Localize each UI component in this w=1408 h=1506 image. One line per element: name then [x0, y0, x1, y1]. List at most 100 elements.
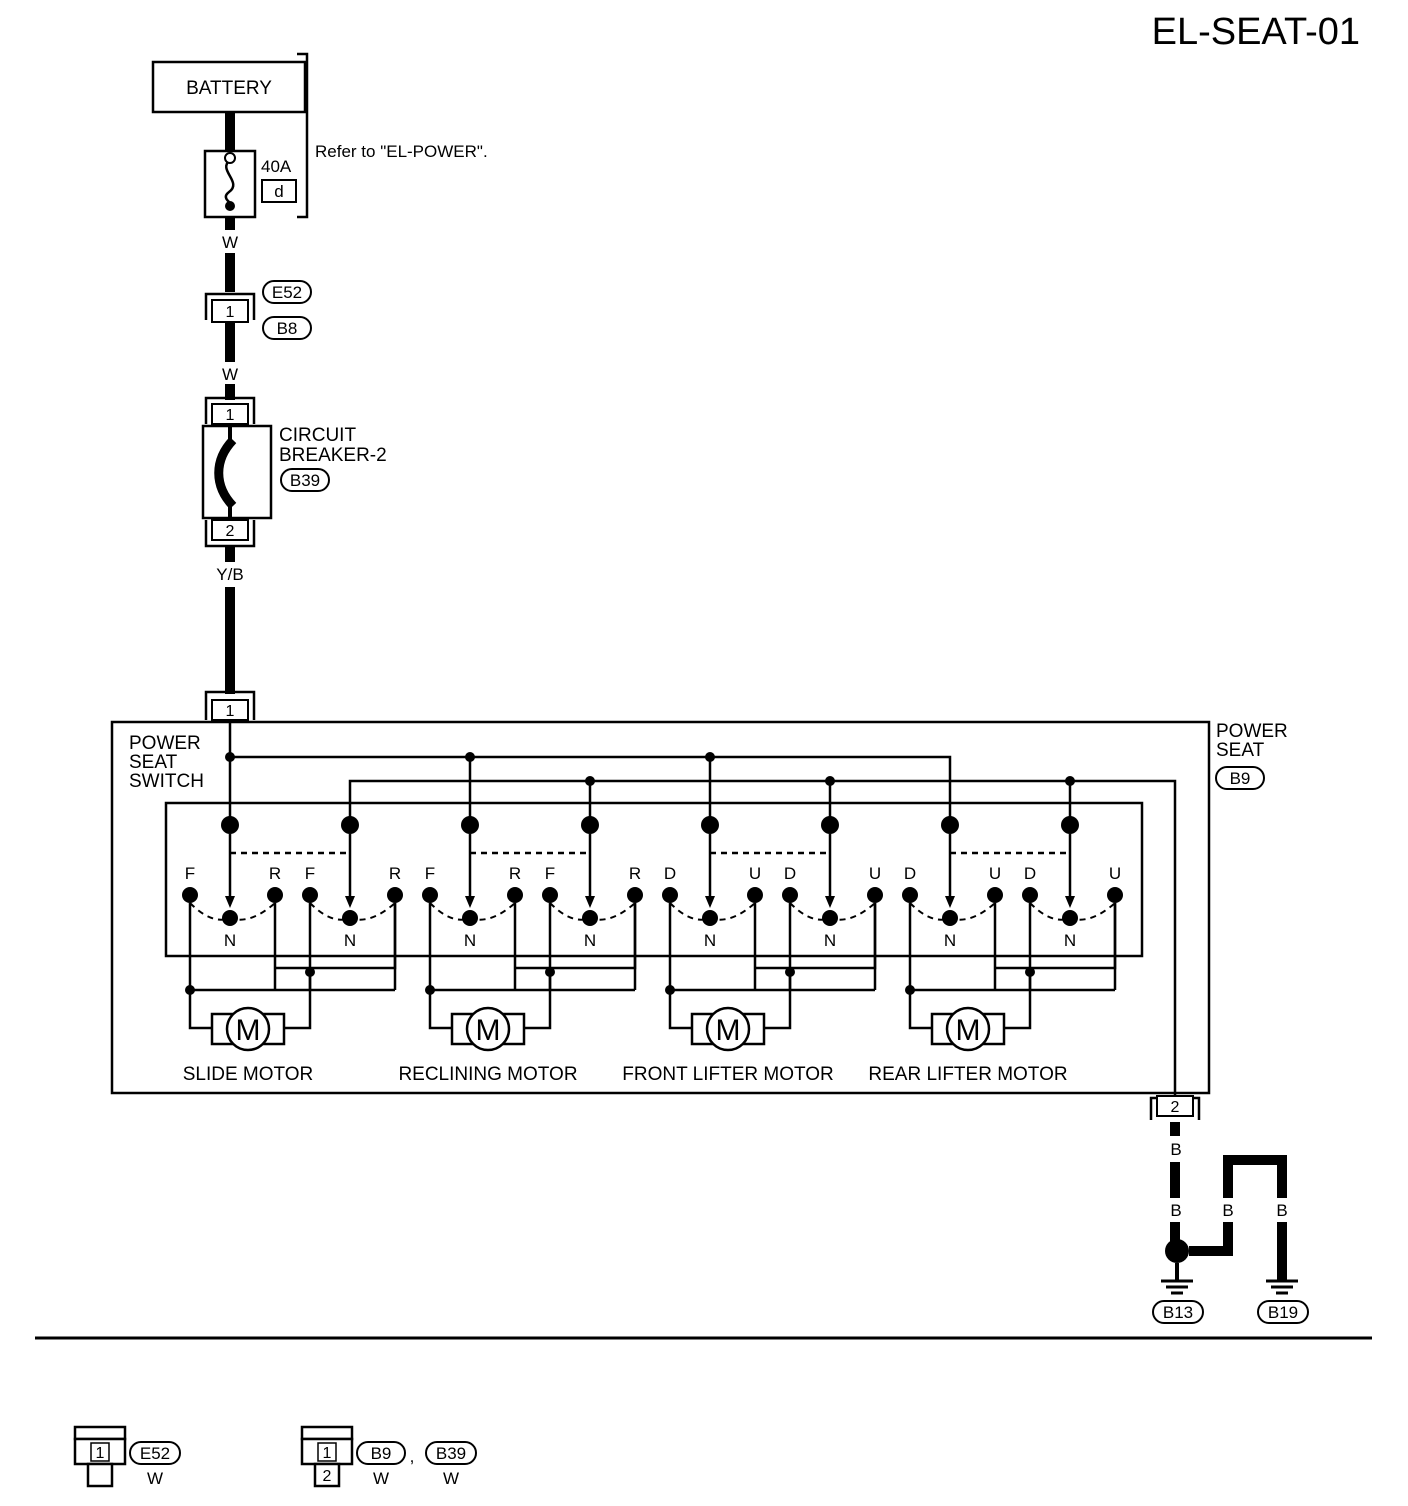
- front-contact-a-1: [662, 887, 678, 903]
- rear-contact-b-2: [1107, 887, 1123, 903]
- recline-pos-label-a-n: N: [464, 931, 476, 950]
- front-cross-top: [755, 903, 877, 970]
- slide-motor-symbol: M: [236, 1014, 261, 1047]
- wire-color-b-3: B: [1222, 1201, 1233, 1220]
- front-motor-lead-left: [668, 990, 692, 1030]
- tag-b13-label: B13: [1163, 1303, 1193, 1322]
- ground-branch-a: [1189, 1222, 1233, 1256]
- bus-junction-2: [465, 752, 475, 762]
- slide-throw-a: [189, 902, 276, 921]
- front-arrow-b: [825, 896, 835, 908]
- breaker-pin2-box: [211, 519, 249, 541]
- slide-pos-label-b-n: N: [344, 931, 356, 950]
- tag-b9: [1215, 766, 1265, 790]
- rear-pos-label-a-n: N: [944, 931, 956, 950]
- legend-e52-pin: 1: [96, 1445, 105, 1462]
- bus-junction-4: [585, 776, 595, 786]
- power-seat-label-2: SEAT: [1216, 740, 1265, 761]
- power-seat-connector-in: [204, 690, 256, 720]
- recline-common-a: [461, 816, 479, 834]
- rear-motor-icon: [945, 1006, 991, 1052]
- front-contact-b-2: [867, 887, 883, 903]
- tag-e52: [262, 280, 312, 304]
- front-arrow-a: [705, 896, 715, 908]
- fuse-note: Refer to "EL-POWER".: [315, 142, 488, 161]
- rear-contact-a-2: [987, 887, 1003, 903]
- recline-motor-lead-left: [428, 990, 452, 1030]
- rear-cross-top: [995, 903, 1117, 970]
- power-seat-pin1: 1: [226, 703, 235, 720]
- rear-common-b: [1061, 816, 1079, 834]
- tag-b19-label: B19: [1268, 1303, 1298, 1322]
- slide-motor-lead-left: [188, 990, 212, 1030]
- slide-common-b: [341, 816, 359, 834]
- recline-pos-label-b-1: F: [545, 864, 555, 883]
- recline-pos-label-b-n: N: [584, 931, 596, 950]
- recline-throw-b: [549, 902, 636, 921]
- tag-b39-label: B39: [290, 471, 320, 490]
- battery-label: BATTERY: [186, 78, 272, 99]
- power-seat-pin1-box: [211, 699, 249, 721]
- slide-common-a: [221, 816, 239, 834]
- tag-b9-label: B9: [1230, 769, 1251, 788]
- circuit-breaker-box: [201, 424, 273, 520]
- rear-throw-a: [909, 902, 996, 921]
- slide-motor-lead-right: [284, 972, 312, 1030]
- breaker-pin1-box: [211, 403, 249, 425]
- slide-throw-b: [309, 902, 396, 921]
- tag-b39: [280, 468, 330, 492]
- rear-throw-b: [1029, 902, 1116, 921]
- front-contact-b-1: [782, 887, 798, 903]
- switch-label-1: POWER: [129, 733, 201, 754]
- ground-b13-icon: [1161, 1279, 1193, 1295]
- legend-e52-color: W: [147, 1469, 163, 1488]
- bus-junction-3: [705, 752, 715, 762]
- bus-junction-5: [825, 776, 835, 786]
- wire-color-w-1: W: [222, 233, 238, 252]
- rear-pos-label-a-2: U: [989, 864, 1001, 883]
- slide-contact-b-2: [387, 887, 403, 903]
- front-throw-a: [669, 902, 756, 921]
- tag-b8-label: B8: [277, 319, 298, 338]
- rear-common-a: [941, 816, 959, 834]
- wire-color-b-4: B: [1276, 1201, 1287, 1220]
- recline-motor-icon: [465, 1006, 511, 1052]
- slide-pos-label-a-2: R: [269, 864, 281, 883]
- breaker-element-icon: [214, 436, 237, 510]
- recline-motor-lead-right: [524, 972, 552, 1030]
- front-motor-lead-right: [764, 972, 792, 1030]
- rear-motor-lead-right: [1004, 972, 1032, 1030]
- fuse-id: d: [274, 182, 283, 201]
- front-throw-b: [789, 902, 876, 921]
- front-motor-label: FRONT LIFTER MOTOR: [622, 1064, 833, 1085]
- fuse-id-box: [261, 179, 297, 203]
- rear-contact-b-1: [1022, 887, 1038, 903]
- rear-motor-lead-left: [908, 990, 932, 1030]
- ground-splice: [1165, 1239, 1189, 1263]
- breaker-pin2: 2: [226, 523, 235, 540]
- bus-junction-1: [225, 752, 235, 762]
- bus-line-b: [348, 779, 1177, 1098]
- slide-contact-a-2: [267, 887, 283, 903]
- front-pos-label-a-2: U: [749, 864, 761, 883]
- recline-throw-a: [429, 902, 516, 921]
- legend-tag-b9: [356, 1441, 406, 1465]
- wire-color-yb: Y/B: [216, 565, 243, 584]
- wire-color-b-1: B: [1170, 1140, 1181, 1159]
- rear-pos-label-b-2: U: [1109, 864, 1121, 883]
- slide-pos-label-b-2: R: [389, 864, 401, 883]
- recline-pos-label-b-2: R: [629, 864, 641, 883]
- front-pos-label-a-n: N: [704, 931, 716, 950]
- tag-b8: [262, 316, 312, 340]
- recline-contact-b-1: [542, 887, 558, 903]
- slide-pos-label-a-n: N: [224, 931, 236, 950]
- page-id: EL-SEAT-01: [1152, 11, 1360, 53]
- rear-pos-label-b-1: D: [1024, 864, 1036, 883]
- wire-color-b-2: B: [1170, 1201, 1181, 1220]
- slide-arrow-a: [225, 896, 235, 908]
- rear-motor-label: REAR LIFTER MOTOR: [868, 1064, 1067, 1085]
- front-common-b: [821, 816, 839, 834]
- rear-arrow-a: [945, 896, 955, 908]
- legend-b39-color: W: [443, 1469, 459, 1488]
